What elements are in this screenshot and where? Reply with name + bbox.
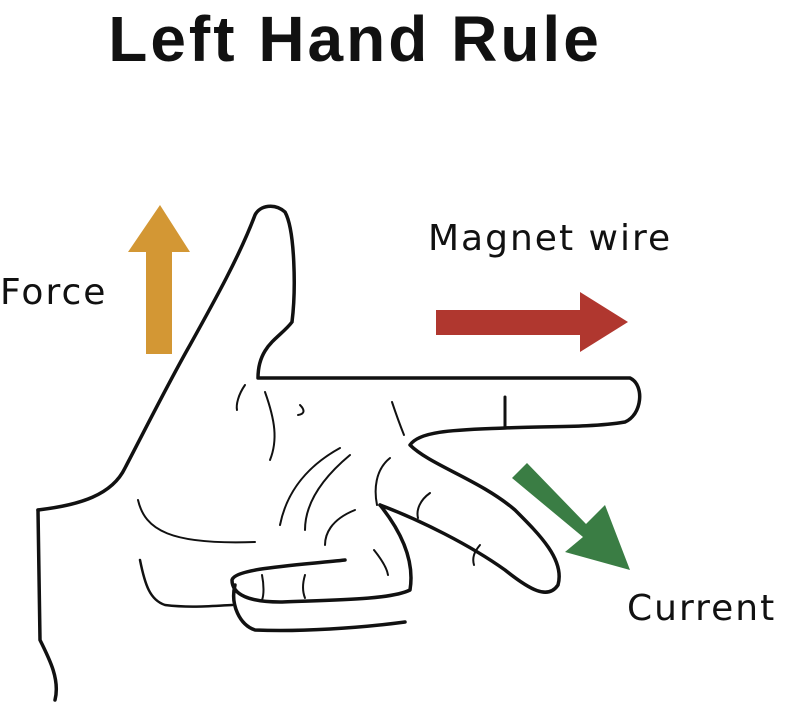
force-arrow	[128, 205, 190, 354]
diagram-title: Left Hand Rule	[108, 3, 602, 75]
magnet-wire-label: Magnet wire	[428, 218, 673, 259]
force-label: Force	[0, 272, 108, 313]
current-label: Current	[627, 588, 777, 629]
magnet-wire-arrow	[436, 292, 628, 352]
current-arrow	[512, 463, 630, 570]
hand-crease-lines	[137, 384, 481, 601]
left-hand-outline	[36, 204, 642, 702]
